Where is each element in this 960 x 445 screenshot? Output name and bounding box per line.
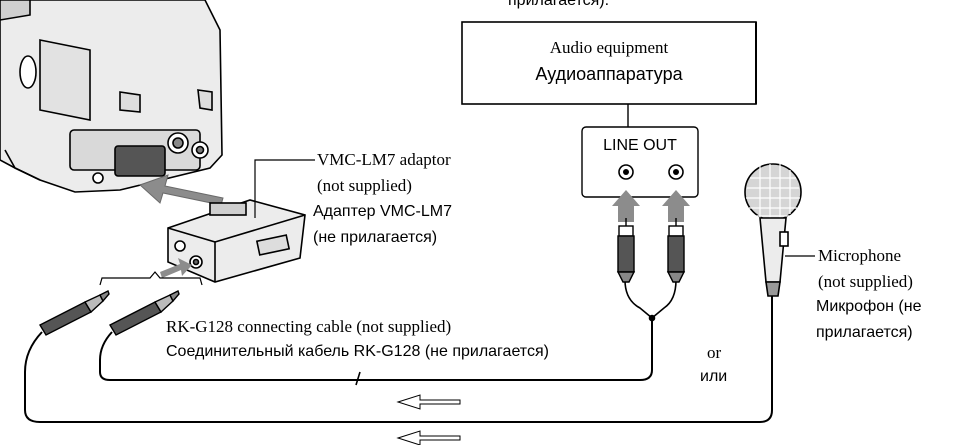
plug-left <box>39 290 110 336</box>
rca-plug-right <box>666 218 686 283</box>
microphone-label-ru: Микрофон (не <box>816 298 922 315</box>
audio-equipment-title-en: Audio equipment <box>549 38 669 57</box>
line-out-jack-right <box>668 164 684 180</box>
or-label-en: or <box>707 343 722 362</box>
cable-microphone <box>24 296 773 423</box>
plug-right <box>109 290 180 336</box>
audio-equipment-title-ru: Аудиоаппаратура <box>535 64 683 84</box>
microphone-label-en: Microphone <box>818 246 902 265</box>
insert-arrow-jack-left <box>612 190 640 222</box>
adaptor-label-en-2: (not supplied) <box>317 176 412 195</box>
microphone-device <box>744 163 802 297</box>
microphone-label-en-2: (not supplied) <box>818 272 913 291</box>
audio-equipment-box <box>461 21 757 105</box>
camcorder-body <box>0 0 223 193</box>
flow-arrow-lower <box>396 430 461 445</box>
plug-bracket <box>99 271 203 286</box>
top-note: прилагается). <box>508 0 610 9</box>
cable-marker <box>355 371 361 386</box>
adaptor-leader-line <box>254 159 315 218</box>
adaptor-label-ru: Адаптер VMC-LM7 <box>313 203 452 220</box>
line-out-label: LINE OUT <box>603 137 677 154</box>
line-out-jack-left <box>618 164 634 180</box>
adaptor-label-en: VMC-LM7 adaptor <box>317 150 451 169</box>
microphone-label-ru-2: прилагается) <box>816 324 913 341</box>
y-splitter <box>624 279 677 322</box>
cable-label-en: RK-G128 connecting cable (not supplied) <box>166 317 452 336</box>
cable-connecting <box>99 318 653 381</box>
insert-arrow-jack-right <box>662 190 690 222</box>
flow-arrow-upper <box>396 394 461 410</box>
adaptor-device <box>167 199 306 283</box>
insert-arrow-plugs <box>160 258 192 278</box>
adaptor-label-ru-2: (не прилагается) <box>313 229 438 246</box>
rca-plug-left <box>616 218 636 283</box>
cable-label-ru: Соединительный кабель RK-G128 (не прилаг… <box>166 343 549 360</box>
line-out-panel <box>581 126 699 198</box>
or-label-ru: или <box>700 368 728 385</box>
